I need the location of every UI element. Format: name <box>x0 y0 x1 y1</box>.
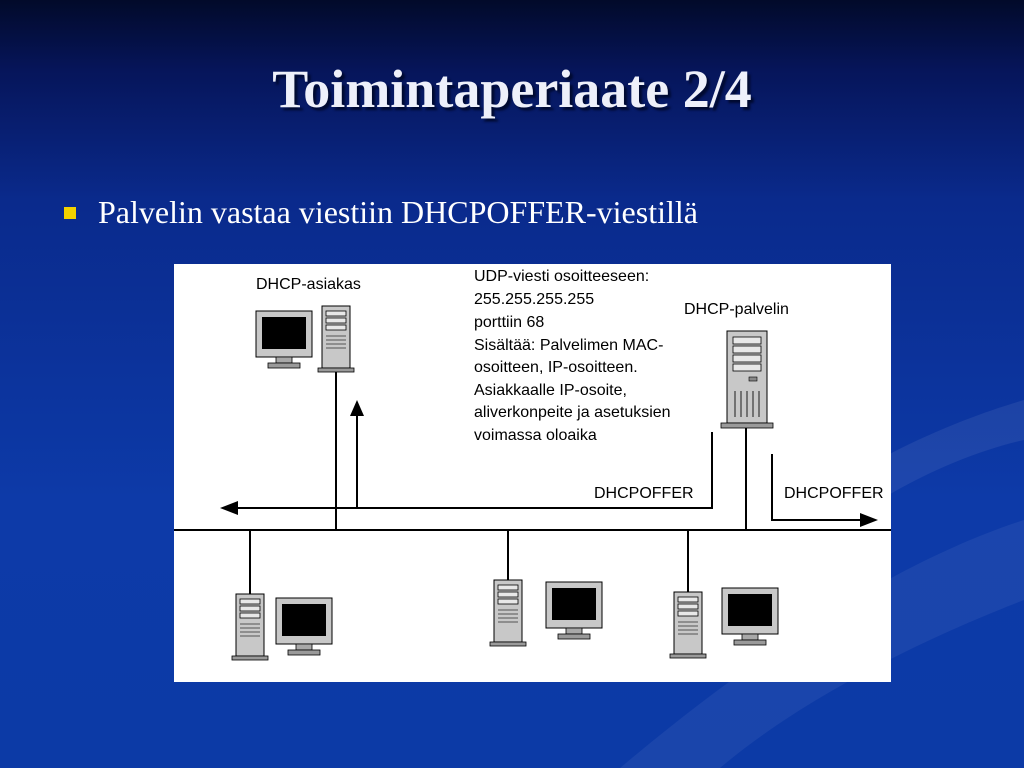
workstation-computer <box>489 579 603 647</box>
client-label: DHCP-asiakas <box>256 276 361 293</box>
message-line: aliverkonpeite ja asetuksien <box>474 404 671 421</box>
offer-right-label: DHCPOFFER <box>784 485 884 502</box>
message-line: Sisältää: Palvelimen MAC- <box>474 337 663 354</box>
left-arrowhead <box>220 501 238 515</box>
square-bullet-icon <box>64 207 76 219</box>
message-line: voimassa oloaika <box>474 427 597 444</box>
workstation-computer <box>231 593 333 661</box>
dhcp-client-computer <box>255 305 355 373</box>
message-description: UDP-viesti osoitteeseen: 255.255.255.255… <box>474 268 671 444</box>
offer-right-path <box>771 454 862 521</box>
up-arrowhead <box>350 400 364 416</box>
dhcp-server-computer <box>720 330 774 429</box>
workstation-computer <box>669 587 779 659</box>
offer-left-label: DHCPOFFER <box>594 485 694 502</box>
message-line: UDP-viesti osoitteeseen: <box>474 268 649 285</box>
message-line: porttiin 68 <box>474 314 544 331</box>
message-line: Asiakkaalle IP-osoite, <box>474 382 627 399</box>
bullet-text: Palvelin vastaa viestiin DHCPOFFER-viest… <box>98 193 698 230</box>
diagram-canvas: DHCP-asiakas DHCPOFFER DHCP-palvelin DHC… <box>174 268 891 661</box>
offer-left-path <box>236 432 713 509</box>
server-label: DHCP-palvelin <box>684 301 789 318</box>
bullet-item: Palvelin vastaa viestiin DHCPOFFER-viest… <box>64 190 698 234</box>
message-line: 255.255.255.255 <box>474 291 594 308</box>
slide-title: Toimintaperiaate 2/4 <box>272 59 752 119</box>
dhcp-diagram: DHCP-asiakas DHCPOFFER DHCP-palvelin DHC… <box>174 264 891 682</box>
message-line: osoitteen, IP-osoitteen. <box>474 359 638 376</box>
right-arrowhead <box>860 513 878 527</box>
